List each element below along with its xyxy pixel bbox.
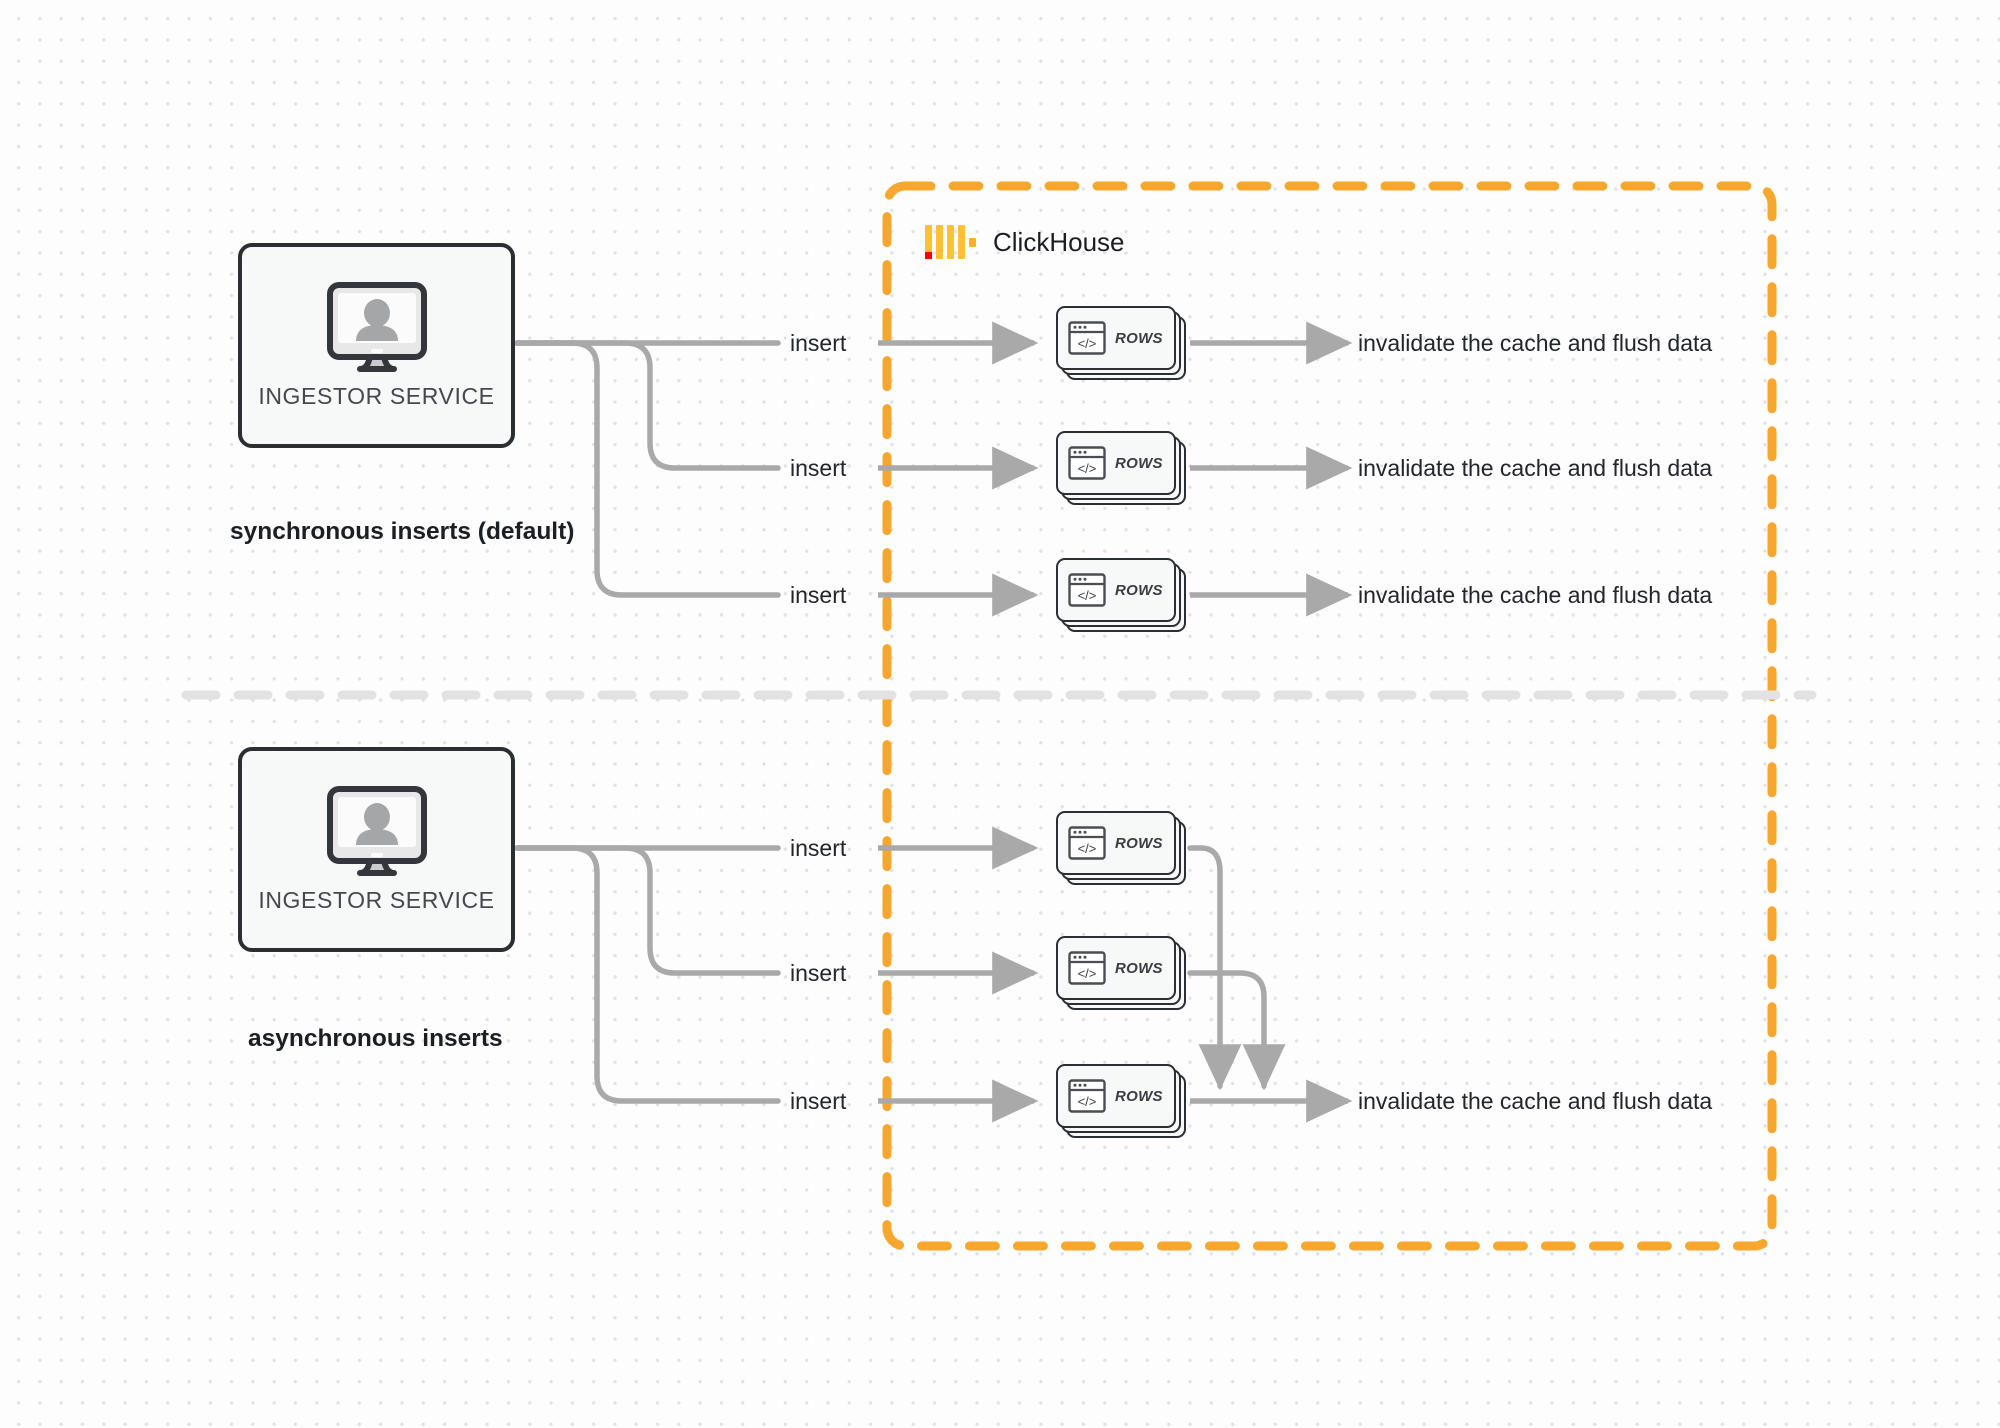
insert-label-async-3: insert bbox=[790, 1088, 847, 1114]
ingestor-service-label-sync: INGESTOR SERVICE bbox=[258, 383, 495, 409]
rows-node-label: ROWS bbox=[1115, 329, 1163, 347]
clickhouse-label: ClickHouse bbox=[993, 226, 1125, 257]
async-merge-1 bbox=[1187, 845, 1242, 1091]
logo-bar-1 bbox=[925, 225, 932, 259]
code-window-icon: </> bbox=[1068, 446, 1106, 480]
rows-node-async-1[interactable]: </> ROWS bbox=[1056, 811, 1186, 885]
insert-label-async-1: insert bbox=[790, 835, 847, 861]
logo-bar-4 bbox=[958, 225, 965, 259]
svg-text:</>: </> bbox=[1078, 461, 1097, 476]
insert-label-sync-1: insert bbox=[790, 330, 847, 356]
insert-label-async-2: insert bbox=[790, 960, 847, 986]
svg-text:</>: </> bbox=[1078, 588, 1097, 603]
rows-node-label: ROWS bbox=[1115, 581, 1163, 599]
insert-label-sync-3: insert bbox=[790, 582, 847, 608]
code-window-icon: </> bbox=[1068, 951, 1106, 985]
clickhouse-brand: ClickHouse bbox=[925, 225, 1125, 259]
rows-sheet-front: </> ROWS bbox=[1056, 811, 1176, 875]
svg-text:</>: </> bbox=[1078, 336, 1097, 351]
result-label-async-merged: invalidate the cache and flush data bbox=[1358, 1088, 1713, 1114]
caption-synchronous: synchronous inserts (default) bbox=[230, 518, 575, 545]
result-label-sync-2: invalidate the cache and flush data bbox=[1358, 455, 1713, 481]
code-window-icon: </> bbox=[1068, 321, 1106, 355]
logo-bar-2 bbox=[936, 225, 943, 259]
rows-node-label: ROWS bbox=[1115, 454, 1163, 472]
monitor-user-icon bbox=[325, 785, 429, 877]
rows-sheet-front: </> ROWS bbox=[1056, 431, 1176, 495]
code-window-icon: </> bbox=[1068, 1079, 1106, 1113]
result-label-sync-1: invalidate the cache and flush data bbox=[1358, 330, 1713, 356]
monitor-user-icon bbox=[325, 281, 429, 373]
svg-text:</>: </> bbox=[1078, 966, 1097, 981]
ingestor-service-async[interactable]: INGESTOR SERVICE bbox=[238, 747, 515, 952]
rows-node-label: ROWS bbox=[1115, 1087, 1163, 1105]
logo-bar-3 bbox=[947, 225, 954, 259]
rows-sheet-front: </> ROWS bbox=[1056, 558, 1176, 622]
svg-text:</>: </> bbox=[1078, 1094, 1097, 1109]
rows-node-sync-1[interactable]: </> ROWS bbox=[1056, 306, 1186, 380]
svg-text:</>: </> bbox=[1078, 841, 1097, 856]
rows-node-label: ROWS bbox=[1115, 834, 1163, 852]
clickhouse-logo bbox=[925, 225, 976, 259]
logo-red-accent bbox=[925, 252, 932, 259]
sync-branch-3 bbox=[514, 340, 781, 598]
ingestor-service-sync[interactable]: INGESTOR SERVICE bbox=[238, 243, 515, 448]
caption-asynchronous: asynchronous inserts bbox=[248, 1025, 503, 1052]
rows-sheet-front: </> ROWS bbox=[1056, 1064, 1176, 1128]
rows-sheet-front: </> ROWS bbox=[1056, 306, 1176, 370]
async-merge-2 bbox=[1187, 970, 1286, 1091]
async-branch-3 bbox=[514, 845, 781, 1104]
rows-node-sync-3[interactable]: </> ROWS bbox=[1056, 558, 1186, 632]
ingestor-service-label-async: INGESTOR SERVICE bbox=[258, 887, 495, 913]
result-label-sync-3: invalidate the cache and flush data bbox=[1358, 582, 1713, 608]
logo-stub bbox=[969, 238, 976, 247]
rows-sheet-front: </> ROWS bbox=[1056, 936, 1176, 1000]
rows-node-async-2[interactable]: </> ROWS bbox=[1056, 936, 1186, 1010]
rows-node-sync-2[interactable]: </> ROWS bbox=[1056, 431, 1186, 505]
rows-node-async-3[interactable]: </> ROWS bbox=[1056, 1064, 1186, 1138]
code-window-icon: </> bbox=[1068, 573, 1106, 607]
async-branch-2 bbox=[514, 845, 781, 976]
code-window-icon: </> bbox=[1068, 826, 1106, 860]
sync-branch-2 bbox=[514, 340, 781, 471]
clickhouse-boundary bbox=[882, 181, 1777, 1251]
insert-label-sync-2: insert bbox=[790, 455, 847, 481]
rows-node-label: ROWS bbox=[1115, 959, 1163, 977]
